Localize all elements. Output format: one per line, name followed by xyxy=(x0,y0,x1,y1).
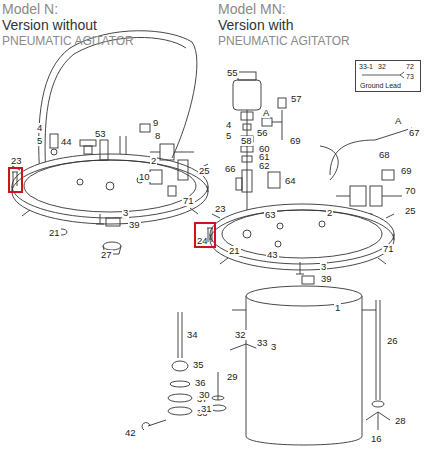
callout-number: 16 xyxy=(370,434,383,444)
highlight-box: 23 xyxy=(8,167,23,193)
callout-number: A xyxy=(262,108,270,118)
callout-number: 28 xyxy=(394,416,407,426)
callout-number: 42 xyxy=(124,428,137,438)
model-heading: Version without xyxy=(2,18,97,33)
callout-number: 2 xyxy=(326,208,333,218)
callout-number: 5 xyxy=(225,131,232,141)
callout-number: 21 xyxy=(48,228,61,238)
inset-box: 33-1 32 72 73Ground Lead xyxy=(355,60,421,92)
model-heading: PNEUMATIC AGITATOR xyxy=(2,35,134,48)
callout-number: 5 xyxy=(36,136,43,146)
callout-number: 2 xyxy=(150,156,157,166)
inset-label: 33-1 xyxy=(359,63,373,71)
callout-number: 31 xyxy=(200,404,213,414)
inset-label: 73 xyxy=(406,73,414,81)
callout-number: 58 xyxy=(240,136,253,146)
callout-number: 3 xyxy=(320,262,327,272)
callout-number: 4 xyxy=(225,120,232,130)
callout-number: A xyxy=(394,116,402,126)
callout-number: 8 xyxy=(154,131,161,141)
callout-number: 56 xyxy=(256,128,269,138)
callout-number: 23 xyxy=(11,156,22,167)
highlight-box: 24 xyxy=(194,222,216,248)
callout-number: 24 xyxy=(197,236,208,247)
callout-number: 69 xyxy=(400,166,413,176)
callout-number: 66 xyxy=(224,164,237,174)
callout-number: 67 xyxy=(408,128,421,138)
callout-number: 3 xyxy=(122,208,129,218)
callout-number: 1 xyxy=(334,303,341,313)
model-heading: Model N: xyxy=(2,2,58,17)
callout-number: 39 xyxy=(320,274,333,284)
callout-number: 43 xyxy=(266,250,279,260)
callout-number: 32 xyxy=(234,330,247,340)
callout-number: 35 xyxy=(192,360,205,370)
callout-number: 53 xyxy=(94,129,107,139)
callout-number: 10 xyxy=(138,172,151,182)
callout-number: 62 xyxy=(258,161,271,171)
callout-number: 29 xyxy=(226,372,239,382)
callout-number: 27 xyxy=(100,250,113,260)
callout-number: 33 xyxy=(256,338,269,348)
model-heading: Version with xyxy=(218,18,293,33)
inset-label: 72 xyxy=(406,63,414,71)
model-heading: Model MN: xyxy=(218,2,286,17)
callout-number: 23 xyxy=(214,204,227,214)
callout-number: 69 xyxy=(289,136,302,146)
callout-number: 36 xyxy=(194,378,207,388)
callout-number: 30 xyxy=(198,390,211,400)
callout-number: 55 xyxy=(226,68,239,78)
callout-number: 26 xyxy=(386,336,399,346)
callout-number: 44 xyxy=(60,137,73,147)
model-heading: PNEUMATIC AGITATOR xyxy=(218,35,350,48)
callout-number: 3 xyxy=(270,342,277,352)
callout-number: 34 xyxy=(186,330,199,340)
inset-label: 32 xyxy=(378,63,386,71)
callout-number: 68 xyxy=(378,150,391,160)
callout-number: 21 xyxy=(228,246,241,256)
callout-number: 4 xyxy=(36,123,43,133)
callout-number: 71 xyxy=(182,196,195,206)
callout-number: 25 xyxy=(404,206,417,216)
callout-number: 70 xyxy=(404,186,417,196)
inset-label: Ground Lead xyxy=(360,82,401,90)
callout-number: 63 xyxy=(264,210,277,220)
callout-number: 71 xyxy=(382,244,395,254)
callout-number: 64 xyxy=(284,176,297,186)
callout-number: 57 xyxy=(290,94,303,104)
callout-number: 39 xyxy=(128,220,141,230)
callout-number: 9 xyxy=(152,118,159,128)
callout-number: 25 xyxy=(198,166,211,176)
